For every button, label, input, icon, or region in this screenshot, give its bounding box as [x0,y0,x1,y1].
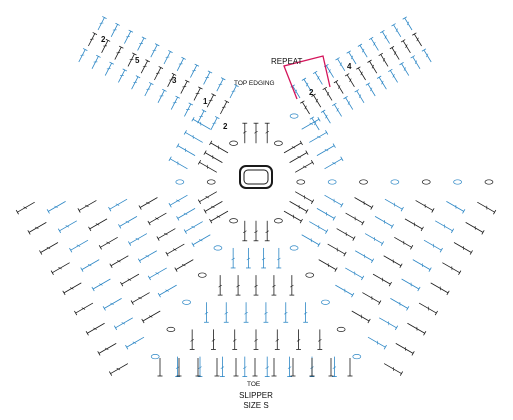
center-ring-layer [240,166,272,188]
chain-loop [198,273,206,277]
chain-loop [176,180,184,184]
top-edging-label: TOP EDGING [234,80,275,87]
chain-loop [328,180,336,184]
round-number: 2 [309,88,314,97]
chain-loop [207,180,215,184]
round-number: 3 [172,76,177,85]
round-number: 1 [203,97,208,106]
chain-loop [297,180,305,184]
magic-ring-inner [244,170,268,184]
toe-posts [158,358,353,376]
chain-loop [214,246,222,250]
top-edging-arm [291,17,432,130]
stitch-round [78,180,434,350]
slipper-title: SLIPPER [239,391,273,400]
round-number: 4 [347,62,352,71]
stitch-rounds-layer [16,16,496,376]
top-edging-arm [79,16,239,130]
stitch-round [198,123,313,241]
chain-loop [353,354,361,358]
chain-loop [151,354,159,358]
magic-ring [240,166,272,188]
chain-loop [290,114,298,118]
chain-loop [230,219,238,223]
chain-loop [360,180,368,184]
round-number: 5 [135,56,140,65]
round-number: 2 [101,35,106,44]
chain-loop [183,300,191,304]
toe-label: TOE [247,381,261,388]
chain-loop [485,180,493,184]
chain-loop [290,246,298,250]
chain-loop [274,219,282,223]
chain-loop [230,141,238,145]
chain-loop [306,273,314,277]
stitch-round [109,180,404,322]
round-number: 2 [223,122,228,131]
chain-loop [337,327,345,331]
chain-loop [321,300,329,304]
repeat-label: REPEAT [271,57,303,66]
slipper-size: SIZE S [243,401,268,410]
chain-loop [391,180,399,184]
chain-loop [454,180,462,184]
chain-loop [274,141,282,145]
chain-loop [422,180,430,184]
chain-loop [167,327,175,331]
